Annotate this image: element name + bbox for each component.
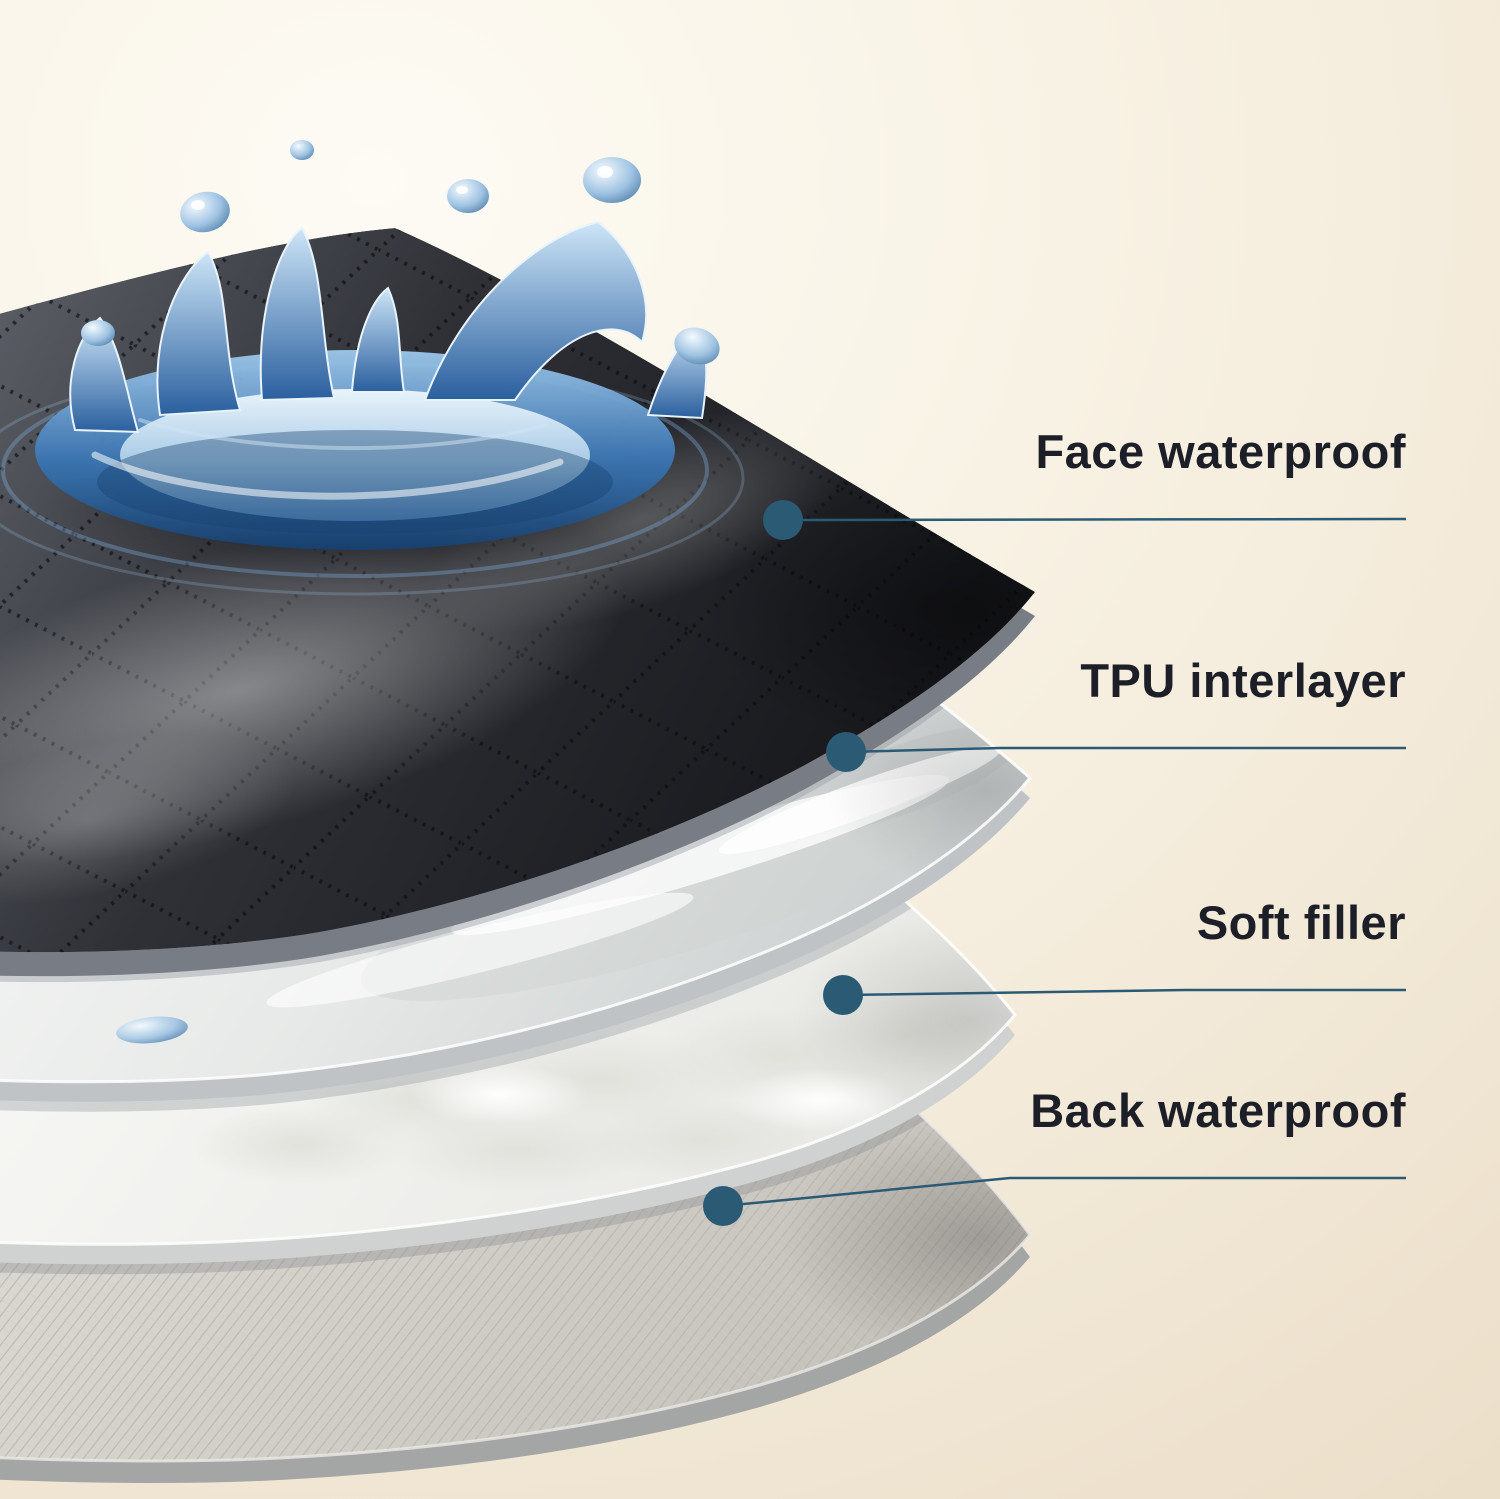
callout-line-tpu (845, 746, 1406, 754)
tpu-layer (0, 445, 1032, 1102)
callout-dot-back (703, 1186, 743, 1226)
water-splash (0, 140, 745, 596)
callout-dot-tpu (826, 732, 866, 772)
soft-filler-layer (0, 667, 1017, 1265)
label-back-waterproof: Back waterproof (1030, 1084, 1406, 1137)
callout-line-face (782, 517, 1407, 522)
label-face-waterproof: Face waterproof (1035, 425, 1406, 478)
callout-dot-face (763, 500, 803, 540)
callout-dots (703, 500, 866, 1226)
callout-line-back (722, 1176, 1406, 1208)
splash-droplets (81, 140, 720, 365)
callout-line-filler (842, 988, 1406, 997)
callout-lines (722, 517, 1407, 1208)
label-soft-filler: Soft filler (1196, 896, 1406, 949)
label-tpu-interlayer: TPU interlayer (1080, 654, 1406, 707)
callout-dot-filler (823, 975, 863, 1015)
splash-crown (69, 220, 708, 434)
